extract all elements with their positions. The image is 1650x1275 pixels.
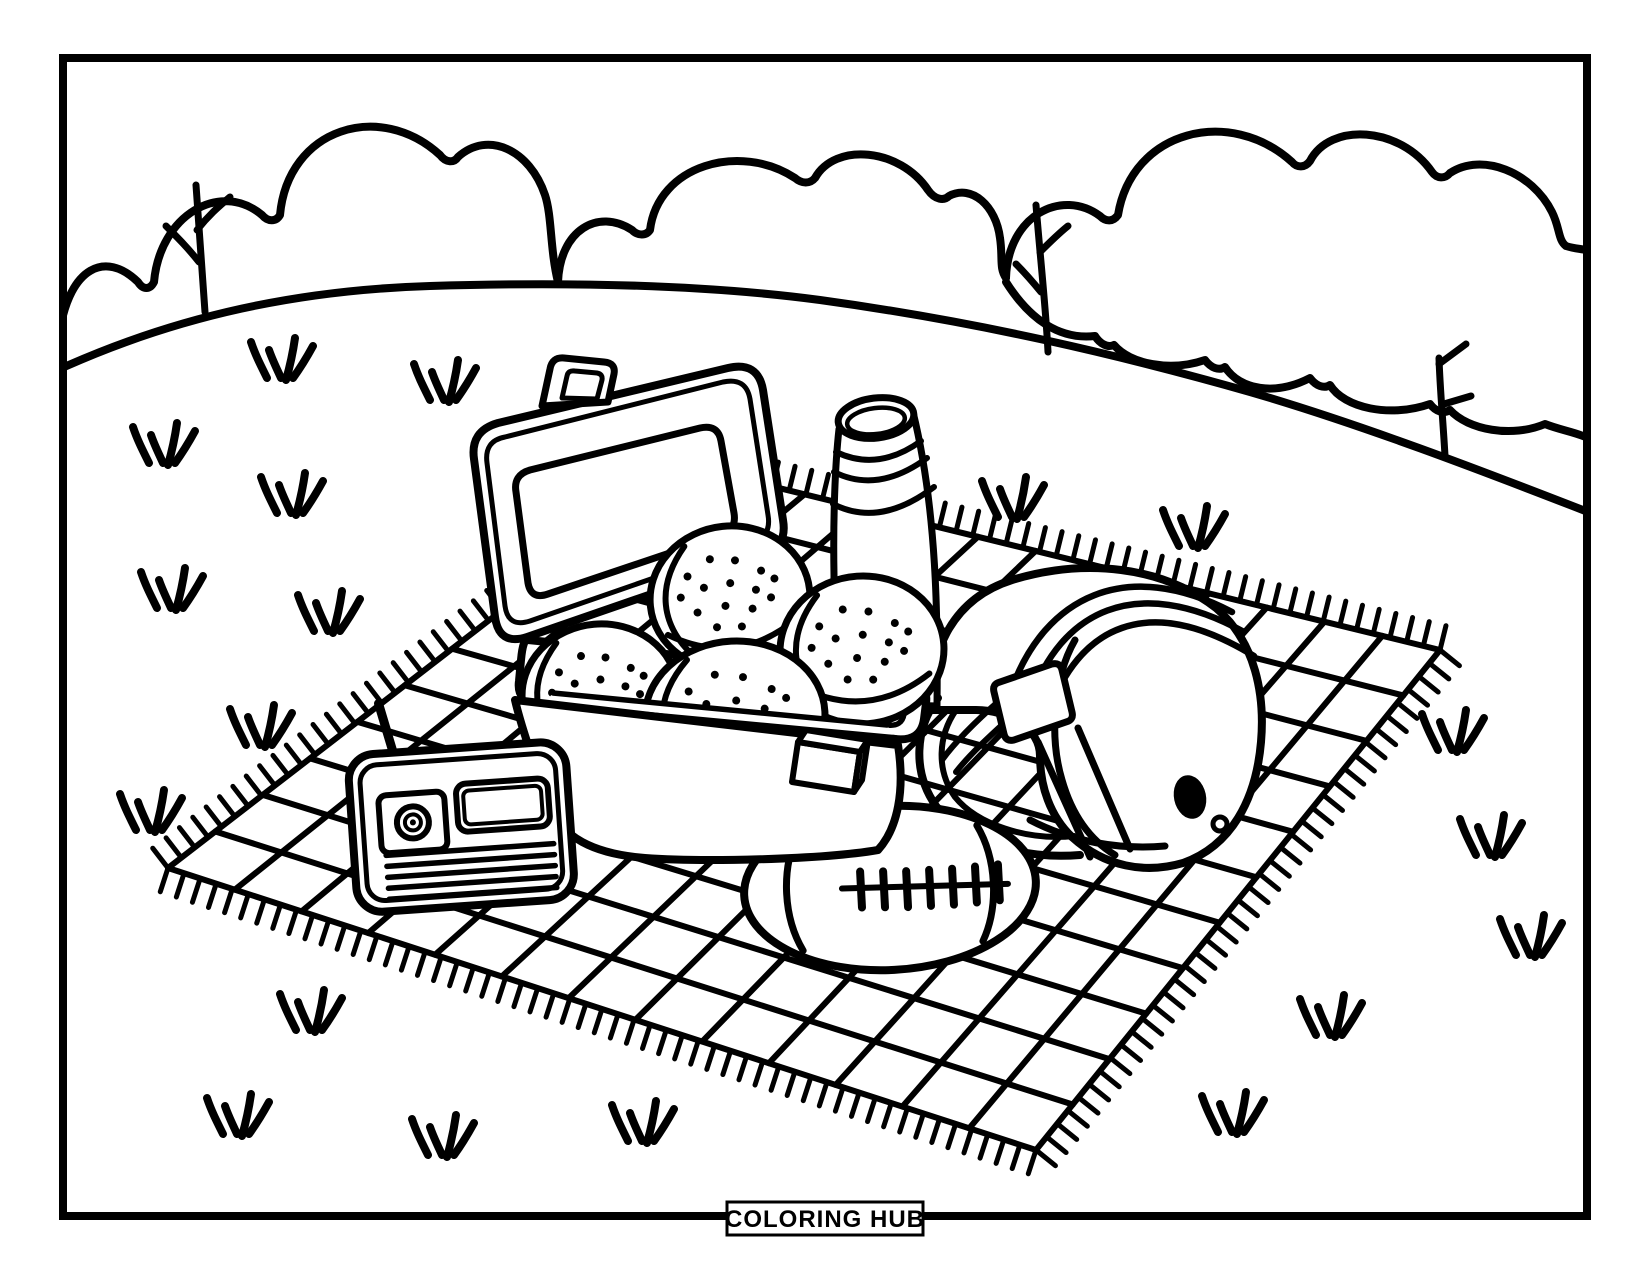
helmet-snap-button — [1210, 814, 1230, 834]
grass-tuft-icon — [294, 587, 364, 637]
thermos-band — [830, 484, 937, 516]
portable-radio-icon — [344, 699, 578, 916]
grass-tuft-icon — [408, 1111, 478, 1161]
cooler-latch — [789, 727, 871, 795]
grass-tuft-icon — [129, 419, 199, 469]
bushes-left-icon — [67, 122, 562, 317]
grass-tuft-icon — [1296, 991, 1366, 1041]
bushes-middle-icon — [554, 150, 1010, 286]
grass-tuft-icon — [226, 701, 296, 751]
grass-tuft-icon — [1159, 502, 1229, 552]
thermos-cup-inner — [844, 405, 908, 437]
helmet-ear-hole — [1173, 775, 1207, 819]
radio-display-window — [453, 775, 553, 835]
bare-tree-icon — [162, 181, 234, 316]
thermos-band — [831, 455, 930, 484]
bushes-right-icon — [1002, 127, 1583, 282]
cooler-handle-inner — [559, 368, 605, 402]
thermos-band — [833, 438, 924, 463]
grass-tufts — [116, 334, 1566, 1161]
radio-knob-dot — [409, 819, 416, 826]
bushes-right-underside — [1002, 278, 1583, 441]
cooler-lunchbox-icon — [469, 354, 948, 864]
grass-tuft-icon — [257, 469, 327, 519]
grass-tuft-icon — [1418, 706, 1488, 756]
bare-tree-icon — [1435, 340, 1475, 460]
helmet-strap-clip — [990, 660, 1076, 744]
radio-knob-ring — [402, 812, 423, 833]
helmet-chin-strap — [939, 697, 1003, 763]
grass-tuft-icon — [1496, 911, 1566, 961]
hill-line — [67, 280, 1583, 515]
footer-badge: COLORING HUB — [725, 1200, 925, 1237]
grass-tuft-icon — [137, 564, 207, 614]
grass-tuft-icon — [978, 473, 1048, 523]
grass-tuft-icon — [203, 1090, 273, 1140]
helmet-stripe — [1008, 583, 1236, 692]
radio-knob — [393, 803, 432, 842]
grass-tuft-icon — [1456, 811, 1526, 861]
grass-tuft-icon — [247, 334, 317, 384]
radio-speaker-grille — [383, 840, 560, 903]
grass-tuft-icon — [1198, 1088, 1268, 1138]
bare-tree-icon — [1012, 201, 1072, 356]
grass-tuft-icon — [116, 786, 186, 836]
grass-tuft-icon — [276, 986, 346, 1036]
background-scenery — [67, 122, 1583, 1161]
grass-tuft-icon — [608, 1097, 678, 1147]
football-laces — [838, 860, 1011, 912]
footer-badge-box — [725, 1200, 925, 1237]
radio-display-inner — [461, 783, 545, 827]
grass-tuft-icon — [410, 356, 480, 406]
cooler-rim-front-line — [550, 690, 890, 728]
footer-brand-label: COLORING HUB — [725, 1206, 925, 1233]
